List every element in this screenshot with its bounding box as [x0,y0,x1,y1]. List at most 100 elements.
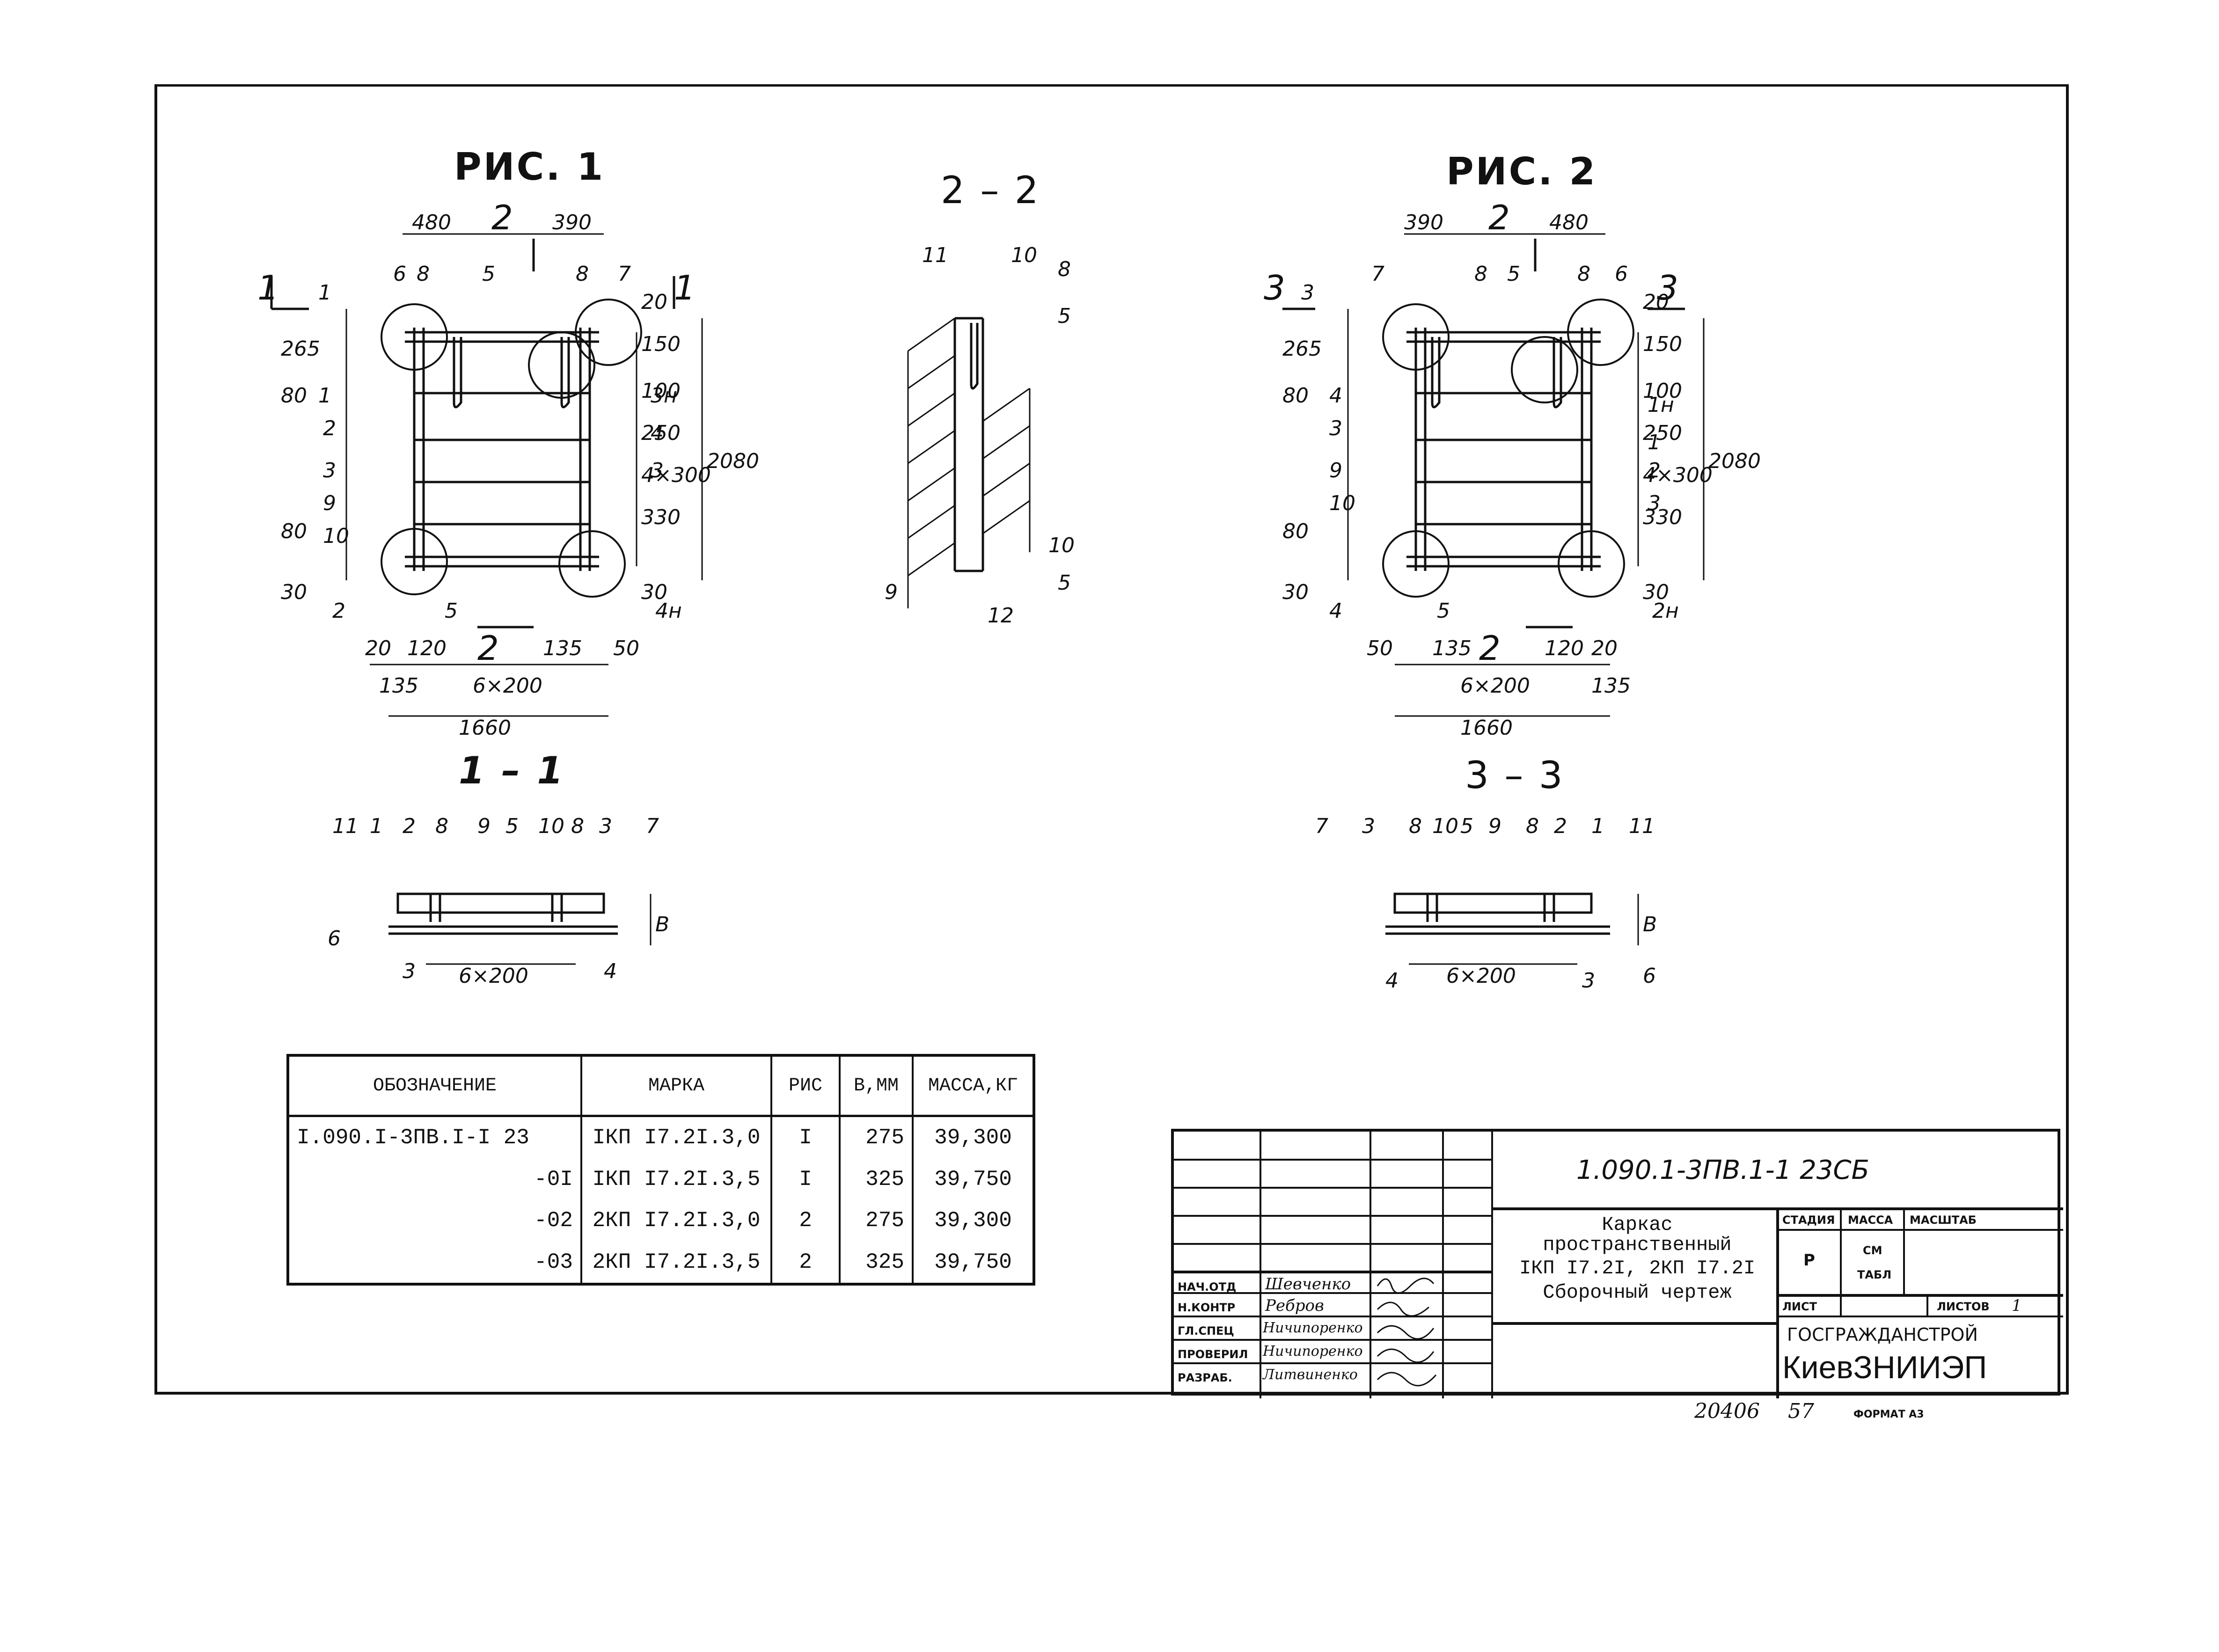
svg-text:7: 7 [618,262,631,286]
svg-text:80: 80 [281,519,307,543]
svg-text:8: 8 [1526,814,1539,838]
svg-text:135: 135 [379,674,418,698]
svg-text:390: 390 [1404,211,1443,234]
svg-text:6: 6 [1643,964,1656,988]
svg-text:250: 250 [1643,421,1682,445]
sheets-label: ЛИСТОВ [1937,1300,1990,1313]
svg-text:2080: 2080 [707,449,759,473]
svg-text:1: 1 [370,814,383,838]
svg-text:9: 9 [1488,814,1501,838]
sheet-label: ЛИСТ [1782,1300,1817,1313]
section-2-2-title: 2 – 2 [941,168,1040,212]
svg-text:3: 3 [1648,491,1661,515]
svg-text:7: 7 [646,814,659,838]
svg-text:1: 1 [1591,814,1604,838]
spec-header-mass: МАССА,КГ [913,1057,1033,1117]
svg-text:4: 4 [604,959,617,983]
inventory-number: 20406 [1694,1399,1760,1423]
svg-text:8: 8 [417,262,430,286]
spec-cell-mass: 39,750 [934,1250,1012,1274]
svg-text:10: 10 [1011,243,1037,267]
sec33-dim: 6×200 [1446,964,1516,988]
table-row: I.090.I-3ПВ.I-I 23 IКП I7.2I.3,0 I 275 3… [289,1116,1033,1159]
fig2-cut-2-bottom: 2 [1479,629,1501,668]
spec-cell-designation: -02 [289,1199,582,1242]
section-1-1-title: 1 – 1 [459,749,565,792]
svg-text:5: 5 [1507,262,1520,286]
svg-text:50: 50 [613,636,639,660]
sheets-value: 1 [2012,1296,2022,1315]
fig2-cut-3-right: 3 [1657,268,1678,307]
svg-text:135: 135 [543,636,582,660]
fig1-title: РИС. 1 [454,145,605,189]
svg-text:8: 8 [1474,262,1487,286]
svg-text:6×200: 6×200 [1460,674,1530,698]
fig1-cut-1-right: 1 [674,268,696,307]
svg-text:8: 8 [1058,257,1071,281]
svg-text:80: 80 [1282,519,1309,543]
org-name-1: ГОСГРАЖДАНСТРОЙ [1787,1324,1978,1345]
svg-text:1н: 1н [1648,393,1674,417]
mass-header: МАССА [1848,1213,1893,1227]
signer-name: Ничипоренко [1263,1343,1363,1360]
svg-text:10: 10 [1432,814,1458,838]
svg-text:6: 6 [1615,262,1628,286]
svg-text:3н: 3н [651,384,677,408]
svg-text:480: 480 [1549,211,1589,234]
svg-text:1660: 1660 [459,716,511,735]
scale-header: МАСШТАБ [1910,1213,1977,1227]
spec-cell-mark: 2КП I7.2I.3,5 [581,1241,772,1283]
svg-text:1: 1 [1648,431,1661,454]
svg-text:11: 11 [332,814,359,838]
spec-cell-fig: I [771,1116,841,1159]
spec-header-fig: РИС [771,1057,841,1117]
drawing-frame [154,84,2069,1395]
doc-code: 1.090.1-3ПВ.1-1 23СБ [1576,1155,1869,1185]
stage-header: СТАДИЯ [1782,1213,1835,1227]
svg-text:30: 30 [1282,580,1309,604]
svg-text:120: 120 [407,636,447,660]
svg-text:30: 30 [641,580,667,604]
section-3-3-title: 3 – 3 [1465,753,1565,797]
signer-role: Н.КОНТР [1178,1301,1236,1314]
svg-text:7: 7 [1371,262,1384,286]
svg-text:2н: 2н [1652,599,1679,623]
svg-text:5: 5 [1058,304,1071,328]
spec-cell-mass: 39,300 [934,1126,1012,1150]
spec-header-mark: МАРКА [581,1057,772,1117]
spec-cell-fig: 2 [771,1241,841,1283]
doc-title-line-1: Каркас [1602,1213,1673,1236]
fig1-cut-1-left: 1 [257,268,279,307]
svg-text:1: 1 [318,281,331,305]
svg-text:5: 5 [505,814,519,838]
mass-value-1: СМ [1863,1244,1882,1257]
svg-text:3: 3 [1301,281,1314,305]
svg-text:20: 20 [1643,290,1669,314]
specification-table: ОБОЗНАЧЕНИЕ МАРКА РИС В,ММ МАССА,КГ I.09… [286,1054,1035,1286]
svg-text:250: 250 [641,421,681,445]
svg-text:5: 5 [1058,571,1071,595]
svg-text:8: 8 [1577,262,1590,286]
sec11-dim: 6×200 [459,964,528,988]
spec-header-b: В,ММ [840,1057,914,1117]
org-name-2: КиевЗНИИЭП [1782,1350,1987,1385]
svg-text:2: 2 [403,814,416,838]
svg-text:265: 265 [1282,337,1322,361]
spec-header-designation: ОБОЗНАЧЕНИЕ [289,1057,582,1117]
svg-text:5: 5 [482,262,495,286]
svg-text:2: 2 [332,599,345,623]
svg-text:2: 2 [1554,814,1567,838]
svg-text:11: 11 [922,243,948,267]
svg-text:20: 20 [641,290,667,314]
svg-text:5: 5 [1437,599,1450,623]
svg-text:20: 20 [365,636,391,660]
svg-text:5: 5 [1460,814,1473,838]
signatures [1377,1278,1437,1387]
svg-text:4: 4 [651,421,664,445]
svg-text:9: 9 [323,491,336,515]
spec-cell-fig: 2 [771,1199,841,1242]
svg-text:6: 6 [393,262,406,286]
spec-cell-mark: IКП I7.2I.3,0 [581,1116,772,1159]
